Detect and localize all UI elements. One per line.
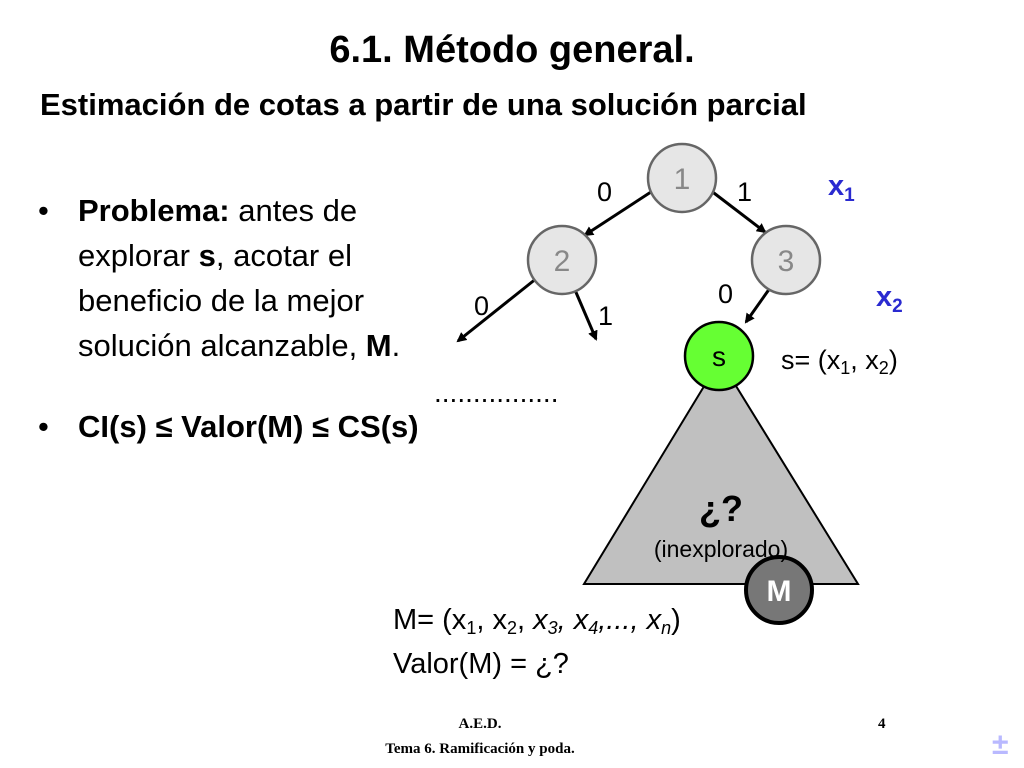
edge-label-1-left: 0: [597, 177, 613, 207]
bullet-dot: •: [38, 193, 49, 228]
bullet-bounds-text: CI(s) ≤ Valor(M) ≤ CS(s): [78, 409, 419, 444]
tree-node-1: 1: [646, 142, 718, 214]
node-m-label: M: [767, 575, 792, 608]
unexplored-subtree: [582, 358, 860, 585]
edge-label-3-left: 0: [718, 279, 734, 309]
node-1-label: 1: [674, 163, 691, 196]
edge-2-right: [573, 289, 598, 341]
node-3-label: 3: [778, 245, 795, 278]
bullet-problem-text: Problema: antes de explorar s, acotar el…: [78, 188, 438, 368]
node-s-label: s: [712, 341, 726, 372]
footer-topic: Tema 6. Ramificación y poda.: [385, 741, 575, 757]
level-label-x1: x1: [828, 170, 855, 206]
unexplored-question: ¿?: [699, 488, 743, 529]
edge-label-2-left: 0: [474, 291, 490, 321]
edge-label-1-right: 1: [737, 177, 753, 207]
tree-node-s: s: [683, 320, 755, 392]
slide-nav-icon[interactable]: ±: [992, 728, 1009, 761]
omitted-branches: ................: [434, 377, 559, 408]
edge-1-3: [709, 188, 767, 234]
slide-title: 6.1. Método general.: [329, 29, 695, 71]
m-tuple: M= (x1, x2, x3, x4,..., xn): [393, 604, 681, 638]
s-definition: s= (x1, x2): [781, 345, 898, 378]
edge-3-s: [744, 287, 772, 324]
bullet-text: .: [391, 328, 401, 363]
bullet-text: antes de explorar: [78, 193, 358, 273]
bullet-dot: •: [38, 409, 49, 444]
edge-label-2-right: 1: [598, 301, 614, 331]
footer-page-number: 4: [878, 716, 886, 732]
bullet-bounds: • CI(s) ≤ Valor(M) ≤ CS(s): [38, 404, 438, 449]
unexplored-label: (inexplorado): [653, 536, 789, 562]
level-label-x2: x2: [876, 281, 903, 317]
slide-subtitle: Estimación de cotas a partir de una solu…: [40, 87, 807, 122]
m-definition: M= (x1, x2, x3, x4,..., xn) Valor(M) = ¿…: [393, 602, 681, 682]
bullet-emph-m: M: [365, 328, 392, 363]
bullet-text: , acotar el beneficio de la mejor soluci…: [78, 238, 366, 363]
m-value: Valor(M) = ¿?: [393, 648, 569, 680]
tree-node-m: M: [744, 555, 814, 625]
bullet-problem: • Problema: antes de explorar s, acotar …: [38, 188, 438, 368]
bullet-list: • Problema: antes de explorar s, acotar …: [38, 188, 438, 449]
node-2-label: 2: [554, 245, 571, 278]
tree-node-2: 2: [526, 224, 598, 296]
edge-1-2: [583, 188, 655, 237]
bullet-problem-label: Problema:: [78, 193, 230, 228]
footer-course: A.E.D.: [458, 716, 502, 732]
edge-2-left: [456, 276, 538, 343]
bullet-emph-s: s: [198, 238, 216, 273]
tree-node-3: 3: [750, 224, 822, 296]
